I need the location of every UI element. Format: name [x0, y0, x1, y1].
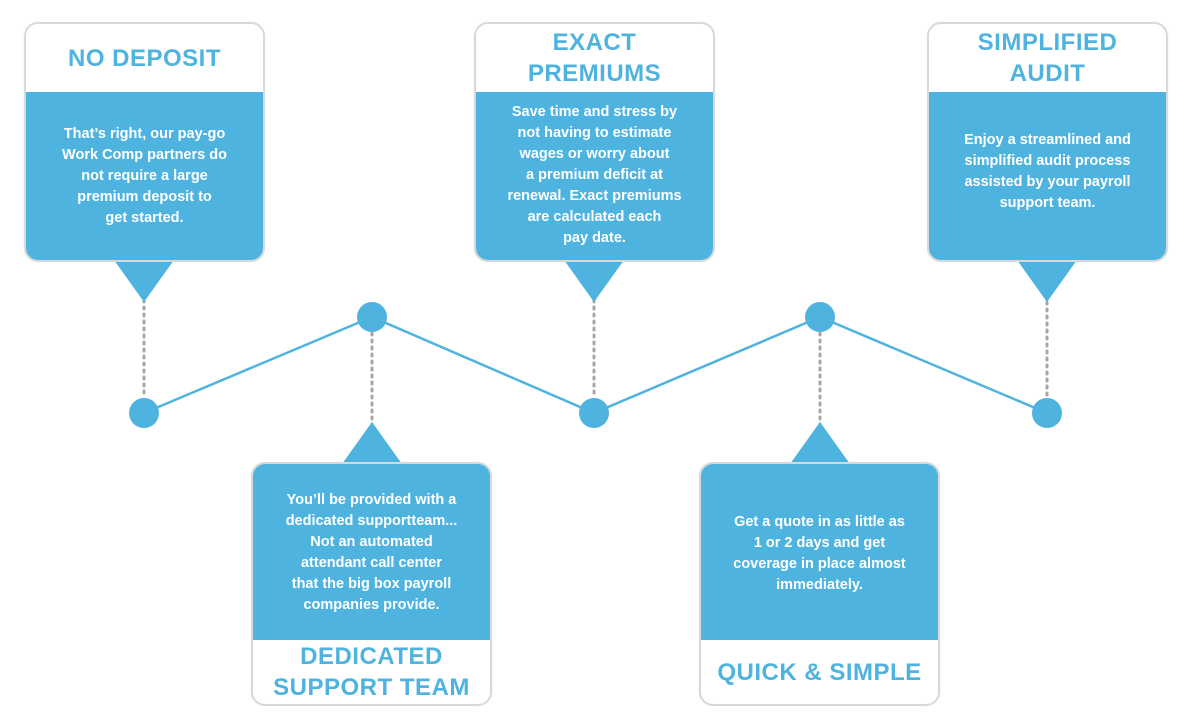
card-title-simplified-audit: SIMPLIFIED AUDIT: [977, 29, 1118, 87]
card-text-line: That’s right, our pay-go: [63, 126, 226, 142]
card-pointer: [790, 422, 850, 464]
card-text-line: coverage in place almost: [733, 556, 906, 572]
card-body-dedicated-support-team: You’ll be provided with a dedicated supp…: [253, 464, 490, 640]
card-text-line: You’ll be provided with a: [286, 492, 457, 508]
card-body-quick-and-simple: Get a quote in as little as 1 or 2 days …: [701, 464, 938, 640]
card-text-line: Work Comp partners do: [62, 147, 227, 163]
card-text-line: not having to estimate: [517, 125, 672, 141]
card-text-line: assisted by your payroll: [964, 174, 1131, 190]
card-text-line: Not an automated: [310, 534, 433, 550]
card-text-line: that the big box payroll: [291, 576, 452, 592]
card-text-line: Get a quote in as little as: [734, 514, 905, 530]
card-text-line: are calculated each: [527, 209, 662, 225]
card-text-line: premium deposit to: [77, 189, 212, 205]
timeline-node: [1032, 398, 1062, 428]
timeline-node: [357, 302, 387, 332]
card-quick-and-simple: Get a quote in as little as 1 or 2 days …: [699, 462, 940, 706]
card-text-line: get started.: [105, 210, 184, 226]
card-text-line: Save time and stress by: [511, 104, 678, 120]
timeline-node: [805, 302, 835, 332]
card-dedicated-support-team: You’ll be provided with a dedicated supp…: [251, 462, 492, 706]
card-text-line: wages or worry about: [519, 146, 670, 162]
card-exact-premiums: EXACT PREMIUMS Save time and stress by n…: [474, 22, 715, 262]
card-text-line: immediately.: [776, 577, 863, 593]
card-text-line: companies provide.: [303, 597, 440, 613]
card-text-line: renewal. Exact premiums: [507, 188, 682, 204]
card-text-line: support team.: [999, 195, 1096, 211]
card-text-line: simplified audit process: [964, 153, 1131, 169]
card-no-deposit: NO DEPOSIT That’s right, our pay-go Work…: [24, 22, 265, 262]
card-text-line: dedicated supportteam...: [285, 513, 458, 529]
card-body-no-deposit: That’s right, our pay-go Work Comp partn…: [26, 92, 263, 260]
card-pointer: [114, 260, 174, 302]
card-text-line: a premium deficit at: [526, 167, 663, 183]
card-pointer: [564, 260, 624, 302]
card-pointer: [1017, 260, 1077, 302]
card-title-exact-premiums: EXACT PREMIUMS: [527, 29, 662, 87]
card-title-no-deposit: NO DEPOSIT: [67, 44, 222, 72]
card-body-simplified-audit: Enjoy a streamlined and simplified audit…: [929, 92, 1166, 260]
card-text-line: attendant call center: [300, 555, 442, 571]
card-text-line: 1 or 2 days and get: [753, 535, 886, 551]
card-body-exact-premiums: Save time and stress by not having to es…: [476, 92, 713, 260]
card-simplified-audit: SIMPLIFIED AUDIT Enjoy a streamlined and…: [927, 22, 1168, 262]
timeline-node: [129, 398, 159, 428]
card-text-line: pay date.: [563, 230, 626, 246]
card-title-dedicated-support-team: DEDICATED SUPPORT TEAM: [273, 643, 470, 701]
card-text-line: Enjoy a streamlined and: [964, 132, 1131, 148]
timeline-node: [579, 398, 609, 428]
card-title-quick-and-simple: QUICK & SIMPLE: [717, 658, 922, 686]
card-pointer: [342, 422, 402, 464]
card-text-line: not require a large: [81, 168, 208, 184]
